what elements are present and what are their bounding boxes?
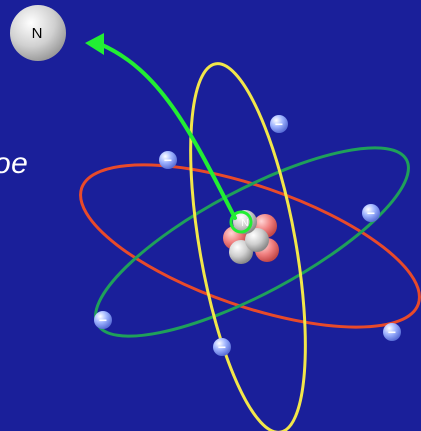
electrons: − − − − − − — [94, 115, 401, 356]
electron-sign: − — [164, 152, 172, 168]
electron-sphere — [362, 204, 380, 222]
ejected-neutron: N — [10, 5, 66, 61]
curved-arrow — [98, 42, 237, 220]
ejected-neutron-label: N — [32, 25, 43, 42]
electron-sphere — [213, 338, 231, 356]
electron-sign: − — [99, 312, 107, 328]
electron-sign: − — [218, 339, 226, 355]
electron-sphere — [383, 323, 401, 341]
electron-sign: − — [367, 205, 375, 221]
electron: − — [362, 204, 380, 222]
electron-sphere — [159, 151, 177, 169]
yellow-orbit — [189, 62, 307, 431]
neutron-highlight-ring — [229, 210, 253, 234]
electron: − — [159, 151, 177, 169]
electron-sign: − — [275, 116, 283, 132]
electron-sphere — [270, 115, 288, 133]
neutron-sphere — [233, 210, 257, 234]
electron: − — [383, 323, 401, 341]
neutron-sphere — [245, 228, 269, 252]
electron-sphere — [94, 311, 112, 329]
neutron-sphere-large — [10, 5, 66, 61]
arrow-head — [85, 33, 104, 55]
electron: − — [213, 338, 231, 356]
nucleus: N — [223, 210, 279, 264]
nucleus-neutron-label: N — [241, 218, 248, 229]
electron: − — [270, 115, 288, 133]
red-orbit — [79, 163, 421, 329]
electron-sign: − — [388, 324, 396, 340]
partial-text: oe — [0, 147, 29, 180]
electron: − — [94, 311, 112, 329]
